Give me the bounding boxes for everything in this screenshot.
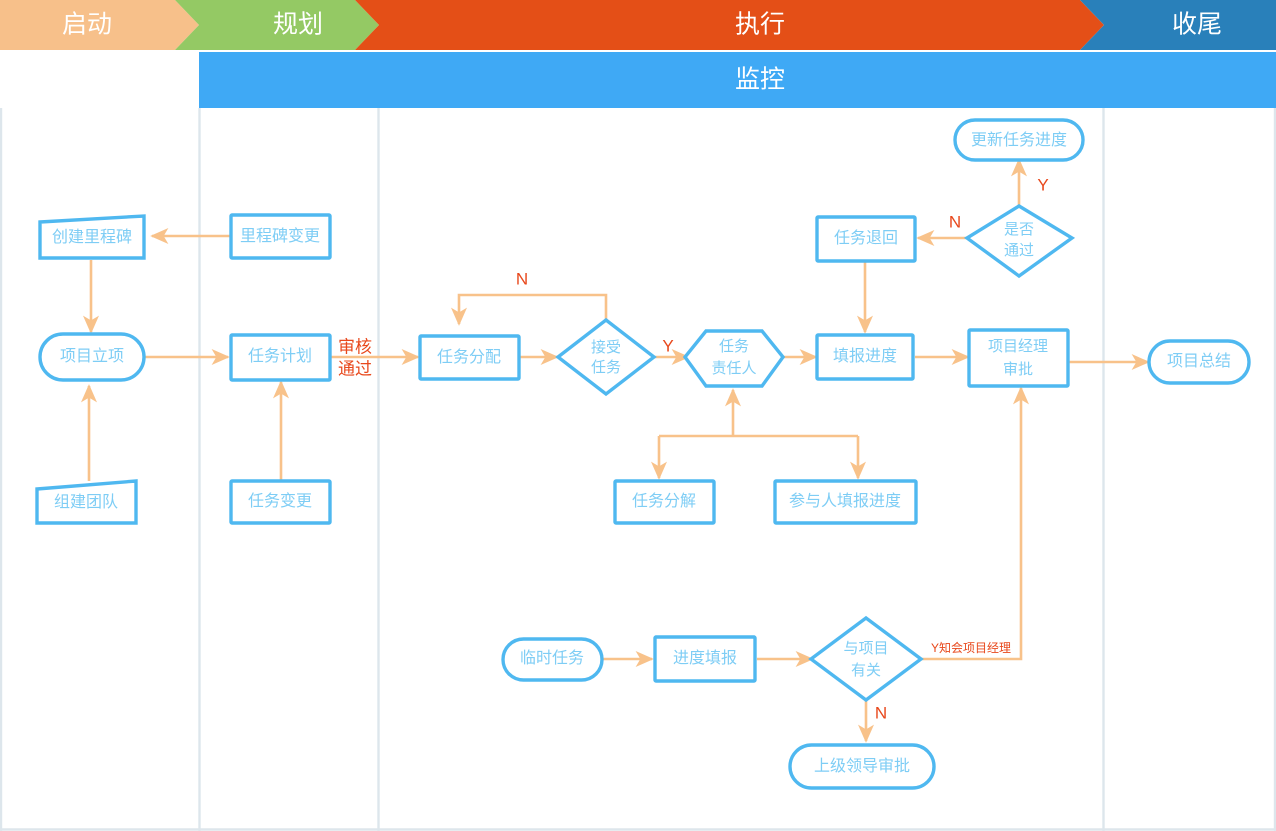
edge-label-accept-no: N	[516, 269, 528, 288]
edge-label-related-yes-notify: Y知会项目经理	[931, 641, 1011, 655]
node-task-owner-label-1: 任务	[719, 338, 749, 355]
phase-chevron-plan[interactable]	[175, 0, 379, 50]
node-related-label-2: 有关	[851, 662, 881, 679]
node-accept-task[interactable]: 接受 任务	[555, 317, 657, 397]
node-pm-approval-label-1: 项目经理	[988, 338, 1048, 355]
phase-chevron-close[interactable]	[1080, 0, 1276, 50]
lane-dividers	[0, 108, 1276, 831]
node-task-plan[interactable]: 任务计划	[229, 333, 332, 382]
node-member-report-label: 参与人填报进度	[789, 492, 901, 510]
edge-label-review-pass-1: 审核	[338, 337, 372, 356]
monitor-band-label: 监控	[735, 66, 785, 94]
node-task-breakdown-label: 任务分解	[632, 492, 696, 510]
node-fill-progress-label: 填报进度	[833, 347, 897, 365]
node-temp-task-label: 临时任务	[520, 649, 584, 667]
node-fill-progress[interactable]: 填报进度	[815, 333, 915, 381]
node-task-assign[interactable]: 任务分配	[418, 334, 521, 381]
node-leader-approval-label: 上级领导审批	[814, 757, 910, 775]
node-pm-approval-label-2: 审批	[1003, 361, 1033, 378]
monitor-band[interactable]: 监控	[199, 52, 1276, 108]
connectors	[80, 158, 1150, 743]
node-project-initiation[interactable]: 项目立项	[38, 332, 146, 382]
node-task-return-label: 任务退回	[834, 229, 898, 247]
node-is-approved[interactable]: 是否 通过	[963, 204, 1076, 279]
node-task-change[interactable]: 任务变更	[229, 479, 332, 525]
edge-label-accept-yes: Y	[662, 336, 673, 355]
node-task-return[interactable]: 任务退回	[815, 215, 917, 263]
node-milestone-change-label: 里程碑变更	[240, 227, 320, 245]
node-project-summary[interactable]: 项目总结	[1147, 339, 1251, 385]
node-form-team-label: 组建团队	[54, 493, 118, 511]
node-is-approved-label-1: 是否	[1004, 221, 1034, 238]
node-update-task-progress-label: 更新任务进度	[971, 131, 1067, 149]
node-task-breakdown[interactable]: 任务分解	[613, 479, 716, 525]
node-accept-task-label-1: 接受	[591, 339, 621, 356]
node-task-owner-label-2: 责任人	[711, 360, 756, 377]
phase-chevron-initiate[interactable]	[0, 0, 199, 50]
node-update-task-progress[interactable]: 更新任务进度	[953, 118, 1085, 162]
edge-label-approved-yes: Y	[1037, 175, 1048, 194]
edge-label-approved-no: N	[949, 212, 961, 231]
node-related-to-project[interactable]: 与项目 有关	[808, 615, 924, 703]
node-create-milestone-label: 创建里程碑	[52, 228, 132, 246]
node-progress-report[interactable]: 进度填报	[653, 635, 757, 683]
node-task-owner[interactable]: 任务 责任人	[682, 329, 786, 388]
node-member-report[interactable]: 参与人填报进度	[773, 479, 918, 525]
node-create-milestone[interactable]: 创建里程碑	[38, 214, 146, 260]
node-task-assign-label: 任务分配	[437, 348, 501, 366]
phase-label-close: 收尾	[1172, 11, 1222, 39]
node-milestone-change[interactable]: 里程碑变更	[229, 213, 332, 260]
phase-label-initiate: 启动	[62, 11, 112, 39]
edge-related-yes-to-pm-approval	[920, 386, 1030, 661]
monitor-band-rect	[199, 52, 1276, 108]
edge-labels: 审核 通过 N Y N Y Y知会项目经理 N	[338, 175, 1049, 722]
edge-label-related-no: N	[875, 703, 887, 722]
node-is-approved-label-2: 通过	[1004, 242, 1034, 259]
node-task-change-label: 任务变更	[248, 492, 312, 510]
phase-chevron-execute[interactable]	[355, 0, 1104, 50]
node-form-team[interactable]: 组建团队	[35, 479, 138, 525]
node-pm-approval[interactable]: 项目经理 审批	[967, 328, 1070, 388]
phase-label-plan: 规划	[273, 11, 323, 39]
phase-header: 启动 规划 执行 收尾	[0, 0, 1276, 50]
phase-label-execute: 执行	[735, 11, 785, 39]
node-project-summary-label: 项目总结	[1167, 352, 1231, 370]
edge-accept-task-no-loop	[450, 293, 608, 326]
edge-label-review-pass-2: 通过	[338, 359, 372, 378]
node-accept-task-label-2: 任务	[591, 359, 621, 376]
node-related-label-1: 与项目	[843, 640, 888, 657]
node-project-initiation-label: 项目立项	[60, 347, 124, 365]
node-temp-task[interactable]: 临时任务	[501, 637, 604, 682]
node-progress-report-label: 进度填报	[673, 649, 737, 667]
node-leader-approval[interactable]: 上级领导审批	[788, 743, 936, 790]
node-task-plan-label: 任务计划	[248, 347, 312, 365]
